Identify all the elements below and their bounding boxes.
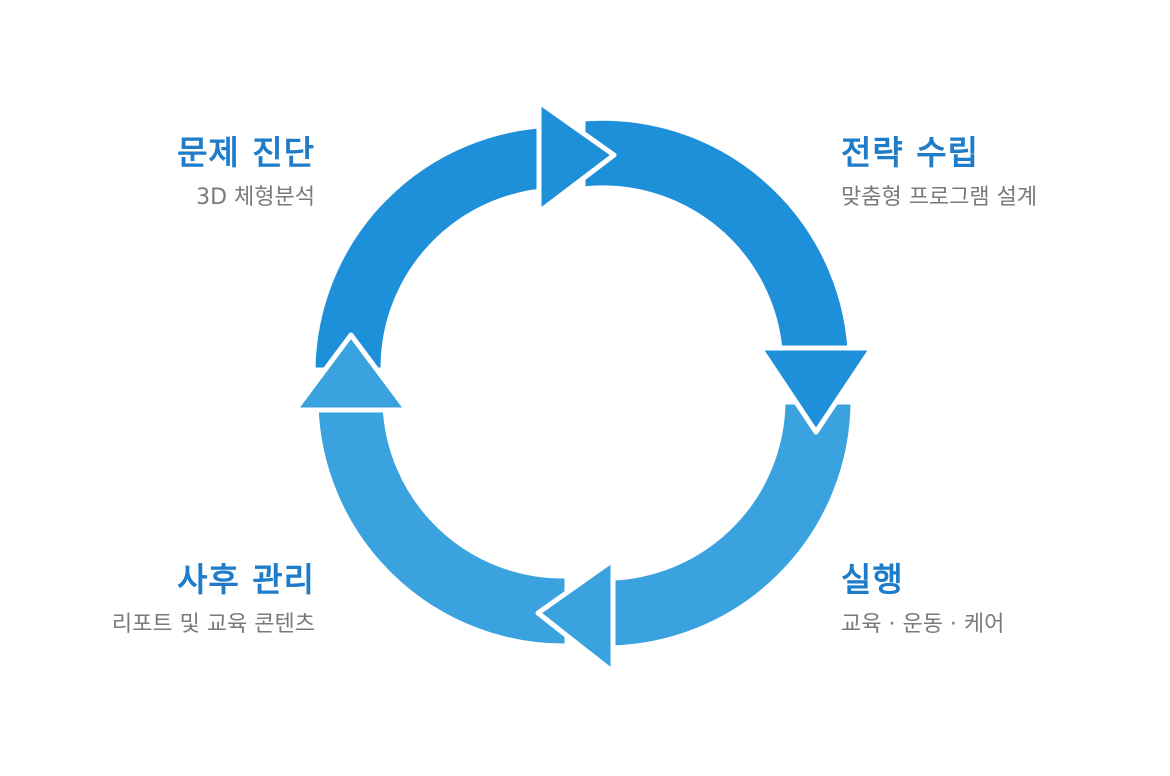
step-problem-diagnosis: 문제 진단 3D 체형분석: [177, 133, 315, 213]
arrowhead-right: [757, 345, 875, 435]
arrow-segment-bottom-right: [593, 399, 856, 651]
step-title: 문제 진단: [177, 133, 315, 172]
step-execution: 실행 교육 · 운동 · 케어: [841, 560, 1004, 640]
arrow-segment-top-right: [580, 115, 853, 353]
arrowhead-top: [536, 99, 617, 215]
step-title: 사후 관리: [177, 560, 315, 599]
step-aftercare: 사후 관리 리포트 및 교육 콘텐츠: [112, 560, 315, 640]
step-subtitle: 리포트 및 교육 콘텐츠: [111, 612, 315, 637]
step-subtitle: 교육 · 운동 · 케어: [841, 612, 1005, 637]
step-strategy: 전략 수립 맞춤형 프로그램 설계: [841, 133, 1037, 213]
arrowhead-bottom: [535, 557, 616, 675]
arrow-segment-bottom-left: [313, 402, 570, 649]
step-subtitle: 3D 체형분석: [196, 185, 315, 210]
arrowhead-left: [292, 332, 410, 413]
step-title: 전략 수립: [841, 133, 979, 172]
step-subtitle: 맞춤형 프로그램 설계: [841, 185, 1038, 210]
step-title: 실행: [841, 560, 904, 599]
